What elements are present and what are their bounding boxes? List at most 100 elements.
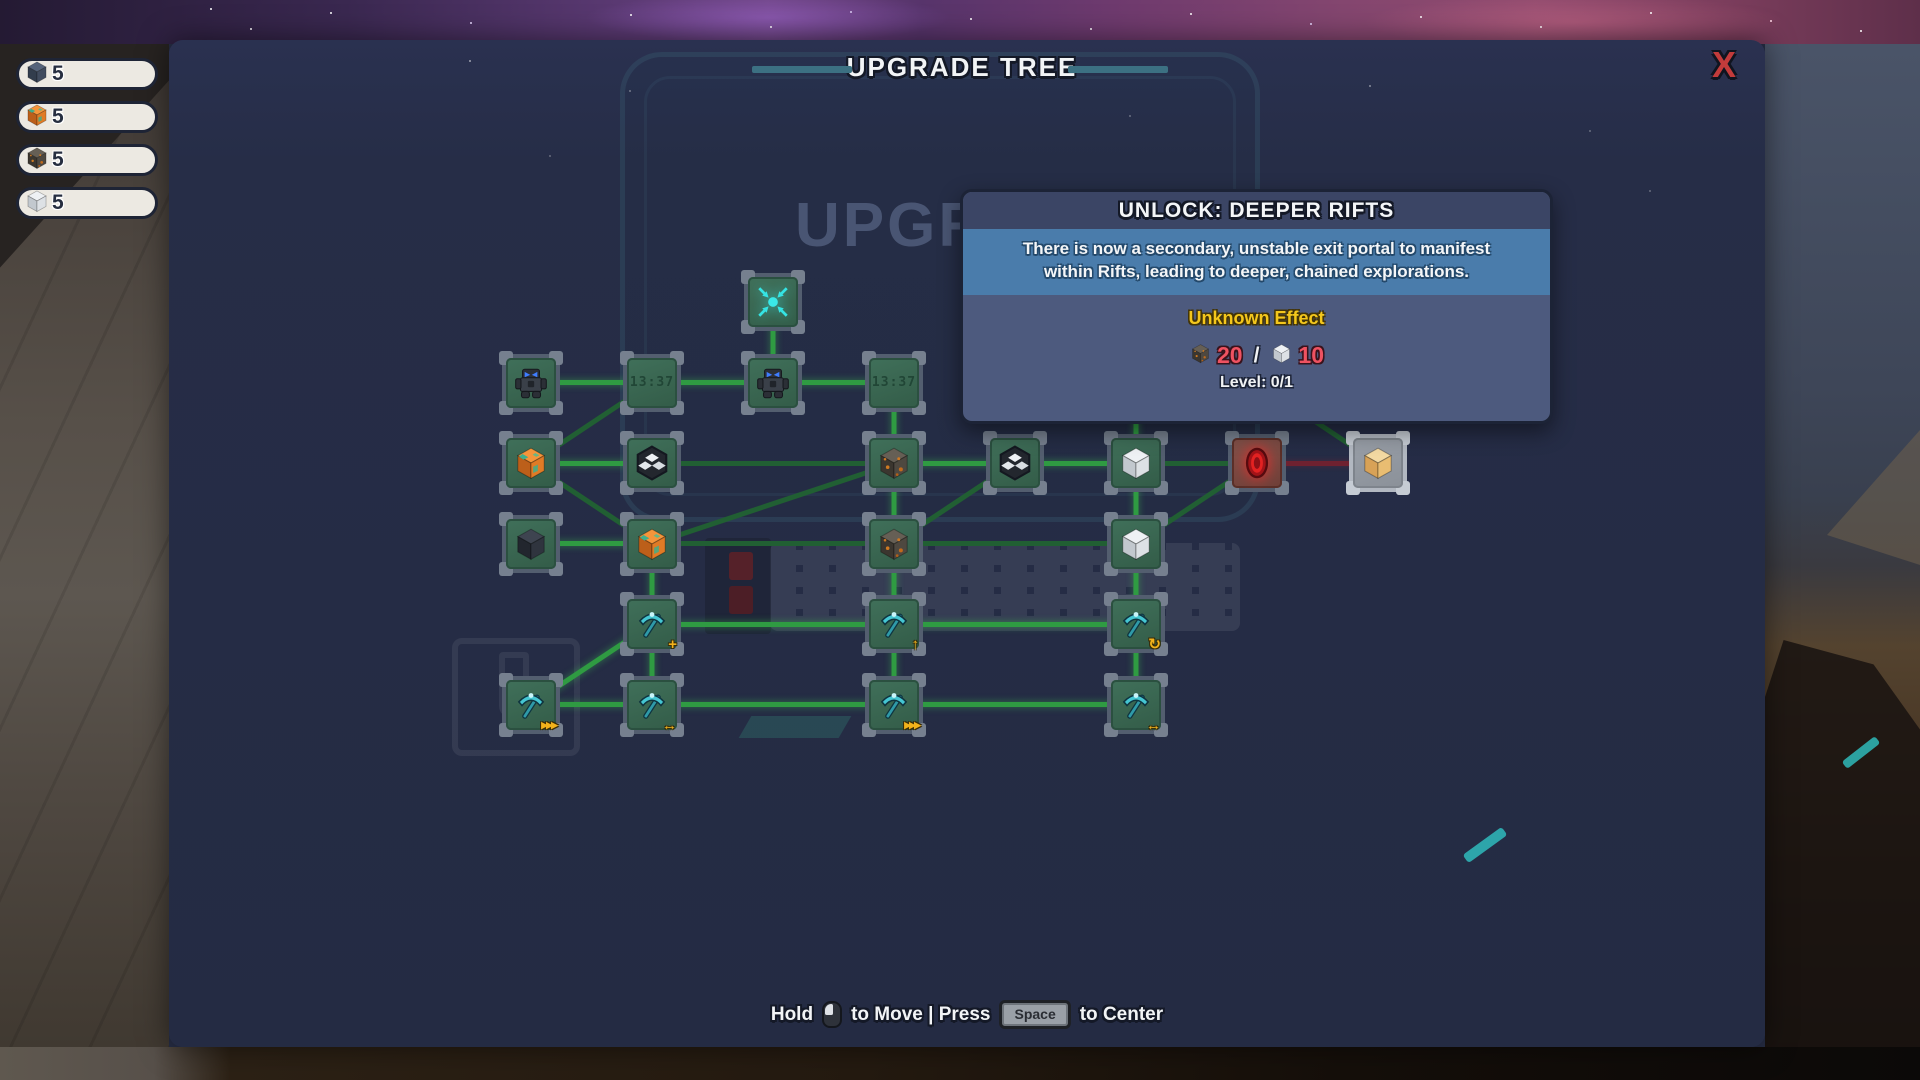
pickaxe-modifier: ▶▶▶ [904, 719, 921, 730]
hint-center-label: to Center [1079, 1003, 1164, 1025]
resource-count: 5 [52, 105, 64, 128]
pickaxe-icon [865, 676, 923, 734]
node-portal[interactable] [1225, 431, 1289, 495]
node-clock1[interactable]: 13:37 [620, 350, 684, 415]
node-copper2[interactable] [620, 511, 684, 576]
node-rusty2[interactable] [862, 511, 926, 576]
tree-edge [1257, 460, 1378, 466]
pickaxe-icon [623, 676, 681, 734]
node-copper1[interactable] [499, 431, 563, 495]
hint-move-label: to Move | Press [851, 1003, 991, 1025]
tree-edge [531, 380, 652, 385]
node-clock2[interactable]: 13:37 [862, 350, 926, 415]
pickaxe-icon [623, 595, 681, 653]
tree-edge [894, 541, 1136, 546]
pickaxe-modifier: ▶▶▶ [541, 719, 558, 730]
node-white2[interactable] [1104, 511, 1168, 576]
node-stack2[interactable] [983, 431, 1047, 495]
tooltip-title: UNLOCK: DEEPER RIFTS [963, 192, 1550, 229]
pickaxe-modifier: ↔ [662, 716, 677, 734]
node-coal[interactable] [499, 511, 563, 576]
node-pick-fast2[interactable]: ▶▶▶ [862, 672, 926, 737]
tooltip-description-line: within Rifts, leading to deeper, chained… [1043, 261, 1470, 281]
close-button[interactable]: X [1712, 44, 1737, 85]
mouse-icon [822, 1001, 843, 1028]
tree-edge [894, 702, 1136, 707]
cost-separator: / [1253, 343, 1260, 367]
title-accent-bar [1068, 66, 1168, 73]
node-converge[interactable] [741, 270, 805, 334]
drone-icon [744, 354, 802, 412]
desk-shadow [1765, 640, 1920, 1047]
tree-edge [652, 380, 773, 385]
cube-rusty-icon [865, 434, 923, 492]
cube-copper-icon [623, 515, 681, 573]
stars-faint [469, 60, 471, 62]
tree-edge [773, 380, 894, 385]
stars [210, 8, 212, 10]
cost-value: 10 [1298, 342, 1325, 369]
clock-icon: 13:37 [865, 354, 923, 412]
tree-edge [531, 702, 652, 707]
resource-count: 5 [52, 62, 64, 85]
cube-white-icon [1270, 342, 1293, 370]
pickaxe-modifier: ↑ [911, 636, 920, 653]
pickaxe-icon [1107, 676, 1165, 734]
node-rusty1[interactable] [862, 431, 926, 495]
pickaxe-modifier: ↻ [1148, 636, 1161, 653]
node-drone1[interactable] [499, 350, 563, 415]
floor-strip [0, 1047, 1920, 1080]
clock-label: 13:37 [629, 375, 675, 390]
cube-copper-icon [502, 434, 560, 492]
upgrade-tooltip: UNLOCK: DEEPER RIFTS There is now a seco… [960, 189, 1553, 424]
node-pick-plus[interactable]: + [620, 592, 684, 656]
stack-icon [986, 434, 1044, 492]
pickaxe-icon [865, 595, 923, 653]
node-drone2[interactable] [741, 350, 805, 415]
node-pick-swap1[interactable]: ↔ [620, 672, 684, 737]
cube-navy-icon [24, 59, 50, 90]
node-stack1[interactable] [620, 431, 684, 495]
cube-coal-icon [502, 515, 560, 573]
tooltip-effect: Unknown Effect [1188, 307, 1325, 328]
tree-edge [652, 541, 894, 546]
pickaxe-icon [1107, 595, 1165, 653]
node-sand[interactable] [1346, 431, 1410, 495]
clock-label: 13:37 [871, 375, 917, 390]
drone-icon [502, 354, 560, 412]
tree-edge [531, 541, 652, 546]
tree-edge [1136, 460, 1257, 466]
tree-edge [1015, 460, 1136, 466]
cube-rusty-icon [1189, 342, 1212, 370]
pickaxe-icon [502, 676, 560, 734]
cube-white-icon [1107, 434, 1165, 492]
controls-hint: Hold to Move | Press Space to Center [169, 1000, 1765, 1029]
cost-value: 20 [1216, 342, 1243, 369]
node-pick-swap2[interactable]: ↔ [1104, 672, 1168, 737]
resource-pill-cube-rusty: 5 [16, 144, 158, 176]
cube-copper-icon [24, 102, 50, 133]
space-key-icon: Space [999, 1000, 1071, 1029]
tree-edge [531, 460, 652, 466]
resource-pill-cube-navy: 5 [16, 58, 158, 90]
node-white1[interactable] [1104, 431, 1168, 495]
page-title: UPGRADE TREE [846, 52, 1078, 82]
stack-icon [623, 434, 681, 492]
tooltip-level: Level: 0/1 [1220, 373, 1293, 391]
hint-hold-label: Hold [770, 1003, 814, 1025]
node-pick-cycle[interactable]: ↻ [1104, 592, 1168, 656]
node-pick-fast1[interactable]: ▶▶▶ [499, 672, 563, 737]
tooltip-cost-row: 20 / 10 [963, 342, 1550, 370]
node-pick-up[interactable]: ↑ [862, 592, 926, 656]
tree-edge [652, 702, 894, 707]
title-accent-bar [752, 66, 852, 73]
pickaxe-modifier: + [668, 636, 677, 653]
portal-icon [1228, 434, 1286, 492]
resource-pill-cube-copper: 5 [16, 101, 158, 133]
tree-edge [652, 621, 894, 627]
pickaxe-modifier: ↔ [1146, 716, 1161, 734]
cube-white-icon [24, 188, 50, 219]
nebula-sky-background [0, 0, 1920, 44]
tooltip-description: There is now a secondary, unstable exit … [963, 229, 1550, 295]
